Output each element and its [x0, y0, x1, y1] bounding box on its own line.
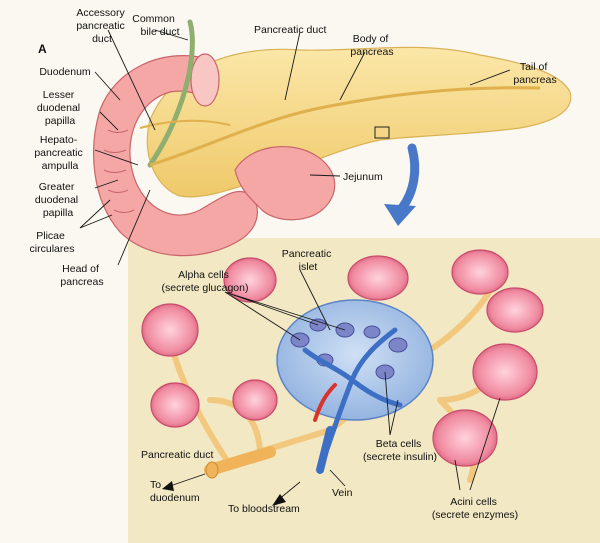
acinus: [347, 255, 409, 301]
magnify-arrow-head: [384, 204, 416, 226]
label-common-bile-duct: Common bile duct: [132, 13, 179, 38]
jejunum: [234, 146, 336, 221]
plicae-folds: [103, 129, 135, 213]
pancreas-gross-view: [93, 19, 572, 257]
duodenum-opening: [190, 53, 220, 107]
label-hepato-ampulla: Hepato- pancreatic ampulla: [34, 134, 85, 172]
duodenum-arrow-head: [162, 481, 174, 491]
accessory-duct: [139, 119, 231, 129]
acinus: [432, 409, 498, 467]
acini-clusters: [141, 249, 544, 467]
acinus: [451, 249, 509, 295]
acinus: [223, 257, 277, 303]
label-pancreatic-duct-top: Pancreatic duct: [254, 24, 326, 36]
main-duct-tube: [204, 446, 276, 476]
acinus: [472, 343, 538, 401]
vein-to-bloodstream: [316, 426, 334, 474]
label-vein: Vein: [332, 487, 353, 499]
alpha-cell: [388, 337, 408, 353]
acini-islet-view: [141, 249, 544, 506]
main-duct-opening: [205, 461, 219, 479]
leader-lines: [79, 29, 511, 491]
labels: Accessory pancreatic duct Common bile du…: [30, 7, 557, 521]
acinus: [232, 379, 278, 421]
label-lesser-papilla: Lesser duodenal papilla: [37, 89, 83, 127]
panel-marker: A: [38, 42, 47, 56]
label-plicae: Plicae circulares: [30, 230, 75, 255]
magnify-arrow: [397, 143, 420, 213]
label-greater-papilla: Greater duodenal papilla: [35, 181, 81, 219]
label-jejunum: Jejunum: [343, 171, 383, 183]
acinus: [150, 382, 200, 428]
common-bile-duct: [147, 19, 195, 168]
label-accessory-duct: Accessory pancreatic duct: [76, 7, 127, 45]
pancreatic-islet: [276, 299, 434, 421]
label-to-bloodstream: To bloodstream: [228, 503, 300, 515]
bloodstream-arrow-head: [272, 494, 286, 506]
duodenum-arrow: [169, 473, 206, 487]
label-islet: Pancreatic islet: [282, 248, 335, 273]
alpha-cell: [363, 325, 381, 339]
label-acini: Acini cells (secrete enzymes): [432, 496, 518, 521]
label-head: Head of pancreas: [60, 263, 103, 288]
label-duodenum: Duodenum: [39, 66, 91, 78]
label-alpha: Alpha cells (secrete glucagon): [162, 269, 249, 294]
label-tail: Tail of pancreas: [513, 61, 556, 86]
acinus: [486, 287, 544, 333]
pancreatic-duct: [149, 86, 541, 167]
islet-artery: [313, 383, 337, 422]
label-beta: Beta cells (secrete insulin): [363, 438, 437, 463]
label-pancreatic-duct-bottom: Pancreatic duct: [141, 449, 213, 461]
detail-box-marker: [374, 126, 390, 139]
label-to-duodenum: To duodenum: [150, 479, 200, 504]
acinus: [141, 303, 199, 357]
label-body: Body of pancreas: [350, 33, 393, 58]
